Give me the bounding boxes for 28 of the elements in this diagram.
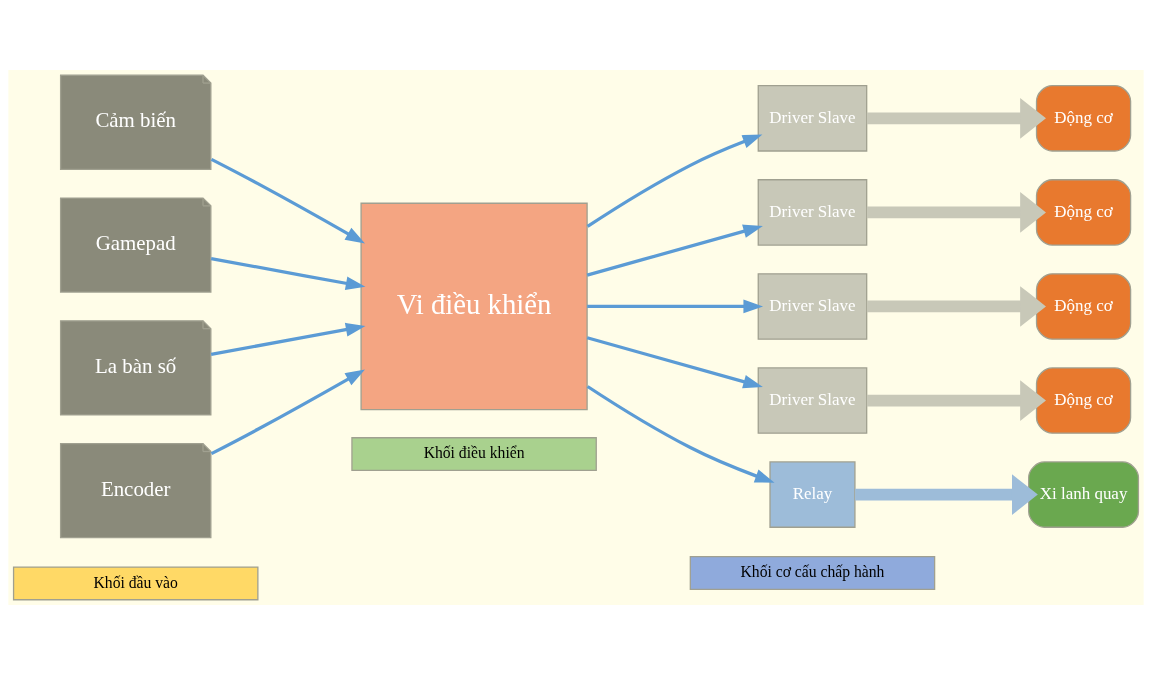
node-box: Relay (769, 461, 856, 528)
node-box: Xi lanh quay (1028, 461, 1140, 528)
arrow (586, 336, 763, 389)
arrow (866, 380, 1046, 421)
arrow (866, 192, 1046, 233)
arrow (586, 134, 763, 228)
node-box: Động cơ (1035, 85, 1132, 152)
node-box: Động cơ (1035, 179, 1132, 246)
node-box: Driver Slave (757, 273, 868, 340)
node-box: Động cơ (1035, 273, 1132, 340)
arrow (210, 257, 366, 291)
node-box: Driver Slave (757, 85, 868, 152)
arrow (210, 322, 366, 356)
arrow (586, 385, 775, 483)
node-box: Driver Slave (757, 179, 868, 246)
arrow (866, 286, 1046, 327)
arrow (587, 299, 764, 314)
node-box: Driver Slave (757, 367, 868, 434)
arrow (866, 98, 1046, 139)
node-box: Khối đầu vào (12, 566, 259, 601)
node-box: Động cơ (1035, 367, 1132, 434)
arrow (855, 474, 1038, 515)
arrow (210, 369, 365, 456)
node-box: Vi điều khiển (360, 202, 588, 411)
arrow (586, 224, 763, 277)
node-box: Khối điều khiển (351, 437, 597, 472)
arrow (210, 157, 365, 244)
node-box: Khối cơ cấu chấp hành (689, 556, 936, 590)
